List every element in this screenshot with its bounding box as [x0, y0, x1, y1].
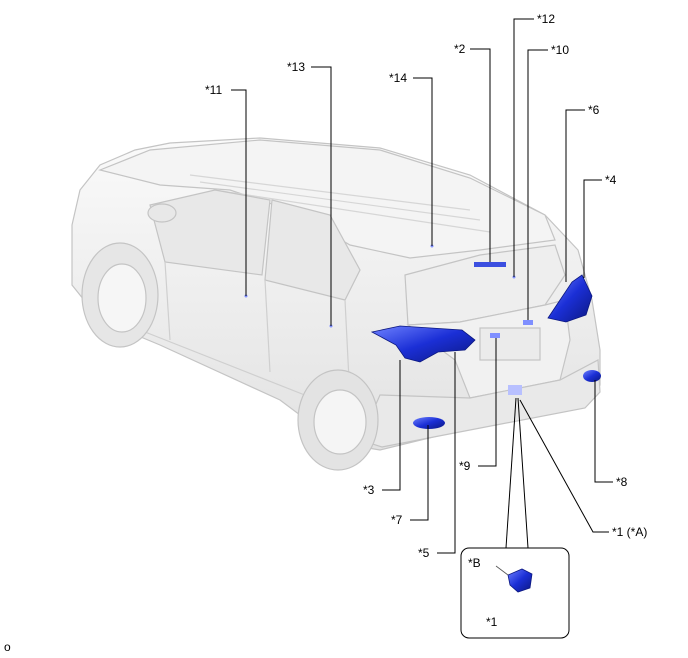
side-skirt — [139, 329, 331, 406]
leader-3 — [382, 360, 401, 491]
callout-12: *12 — [537, 12, 555, 26]
leader-1a — [519, 399, 609, 533]
callout-13: *13 — [287, 60, 305, 74]
leader-7 — [410, 425, 429, 521]
callout-8: *8 — [616, 475, 628, 489]
callout-9: *9 — [459, 459, 471, 473]
inset-component — [507, 568, 533, 593]
high-mount-stop-lamp — [474, 262, 506, 267]
leader-4 — [583, 179, 602, 278]
rear-part-a — [508, 385, 522, 395]
callout-2: *2 — [454, 42, 466, 56]
callout-11: *11 — [205, 83, 222, 97]
leader-6 — [565, 109, 585, 282]
suv-illustration — [71, 137, 601, 471]
callout-10: *10 — [551, 43, 569, 57]
side-mirror — [147, 203, 177, 223]
callout-labels: *11 *13 *14 *2 *12 *10 *6 *4 *3 *7 *5 *9… — [205, 12, 647, 629]
leader-inset-left — [505, 397, 517, 549]
rear-combination-lamp-left — [370, 325, 476, 363]
callout-4: *4 — [605, 173, 617, 187]
callout-3: *3 — [363, 483, 375, 497]
front-wheel-rim — [97, 263, 147, 333]
reflector-right — [583, 370, 601, 382]
side-window-front — [149, 189, 271, 276]
reflector-left — [413, 417, 445, 429]
footer-mark: o — [4, 640, 11, 654]
callout-14: *14 — [389, 71, 407, 85]
callout-7: *7 — [391, 513, 403, 527]
callout-5: *5 — [418, 546, 430, 560]
inset-label: *B — [468, 556, 481, 570]
leader-12 — [513, 18, 534, 277]
leader-2 — [470, 48, 491, 262]
callout-1a: *1 (*A) — [612, 525, 647, 539]
license-lamp-left — [490, 333, 500, 338]
leader-11 — [231, 89, 247, 296]
leader-13 — [311, 66, 332, 326]
license-lamp-right — [523, 320, 533, 325]
leader-8 — [594, 380, 613, 483]
rear-combination-lamp-right — [547, 274, 593, 323]
rear-wheel-rim — [313, 389, 367, 455]
callout-6: *6 — [588, 103, 600, 117]
leader-5 — [437, 352, 456, 554]
license-plate-recess — [479, 327, 541, 361]
leader-14 — [413, 77, 433, 246]
leader-lines — [231, 18, 613, 623]
leader-10 — [527, 49, 548, 320]
inset-detail: *B — [460, 547, 570, 639]
highlighted-components — [244, 244, 601, 429]
inset-component-wire — [495, 565, 509, 576]
side-window-rear — [264, 199, 361, 301]
callout-1: *1 — [486, 615, 498, 629]
inset-frame — [460, 547, 570, 639]
leader-9 — [478, 338, 497, 467]
roof-ribs — [189, 174, 491, 233]
leader-inset-right — [517, 397, 529, 549]
